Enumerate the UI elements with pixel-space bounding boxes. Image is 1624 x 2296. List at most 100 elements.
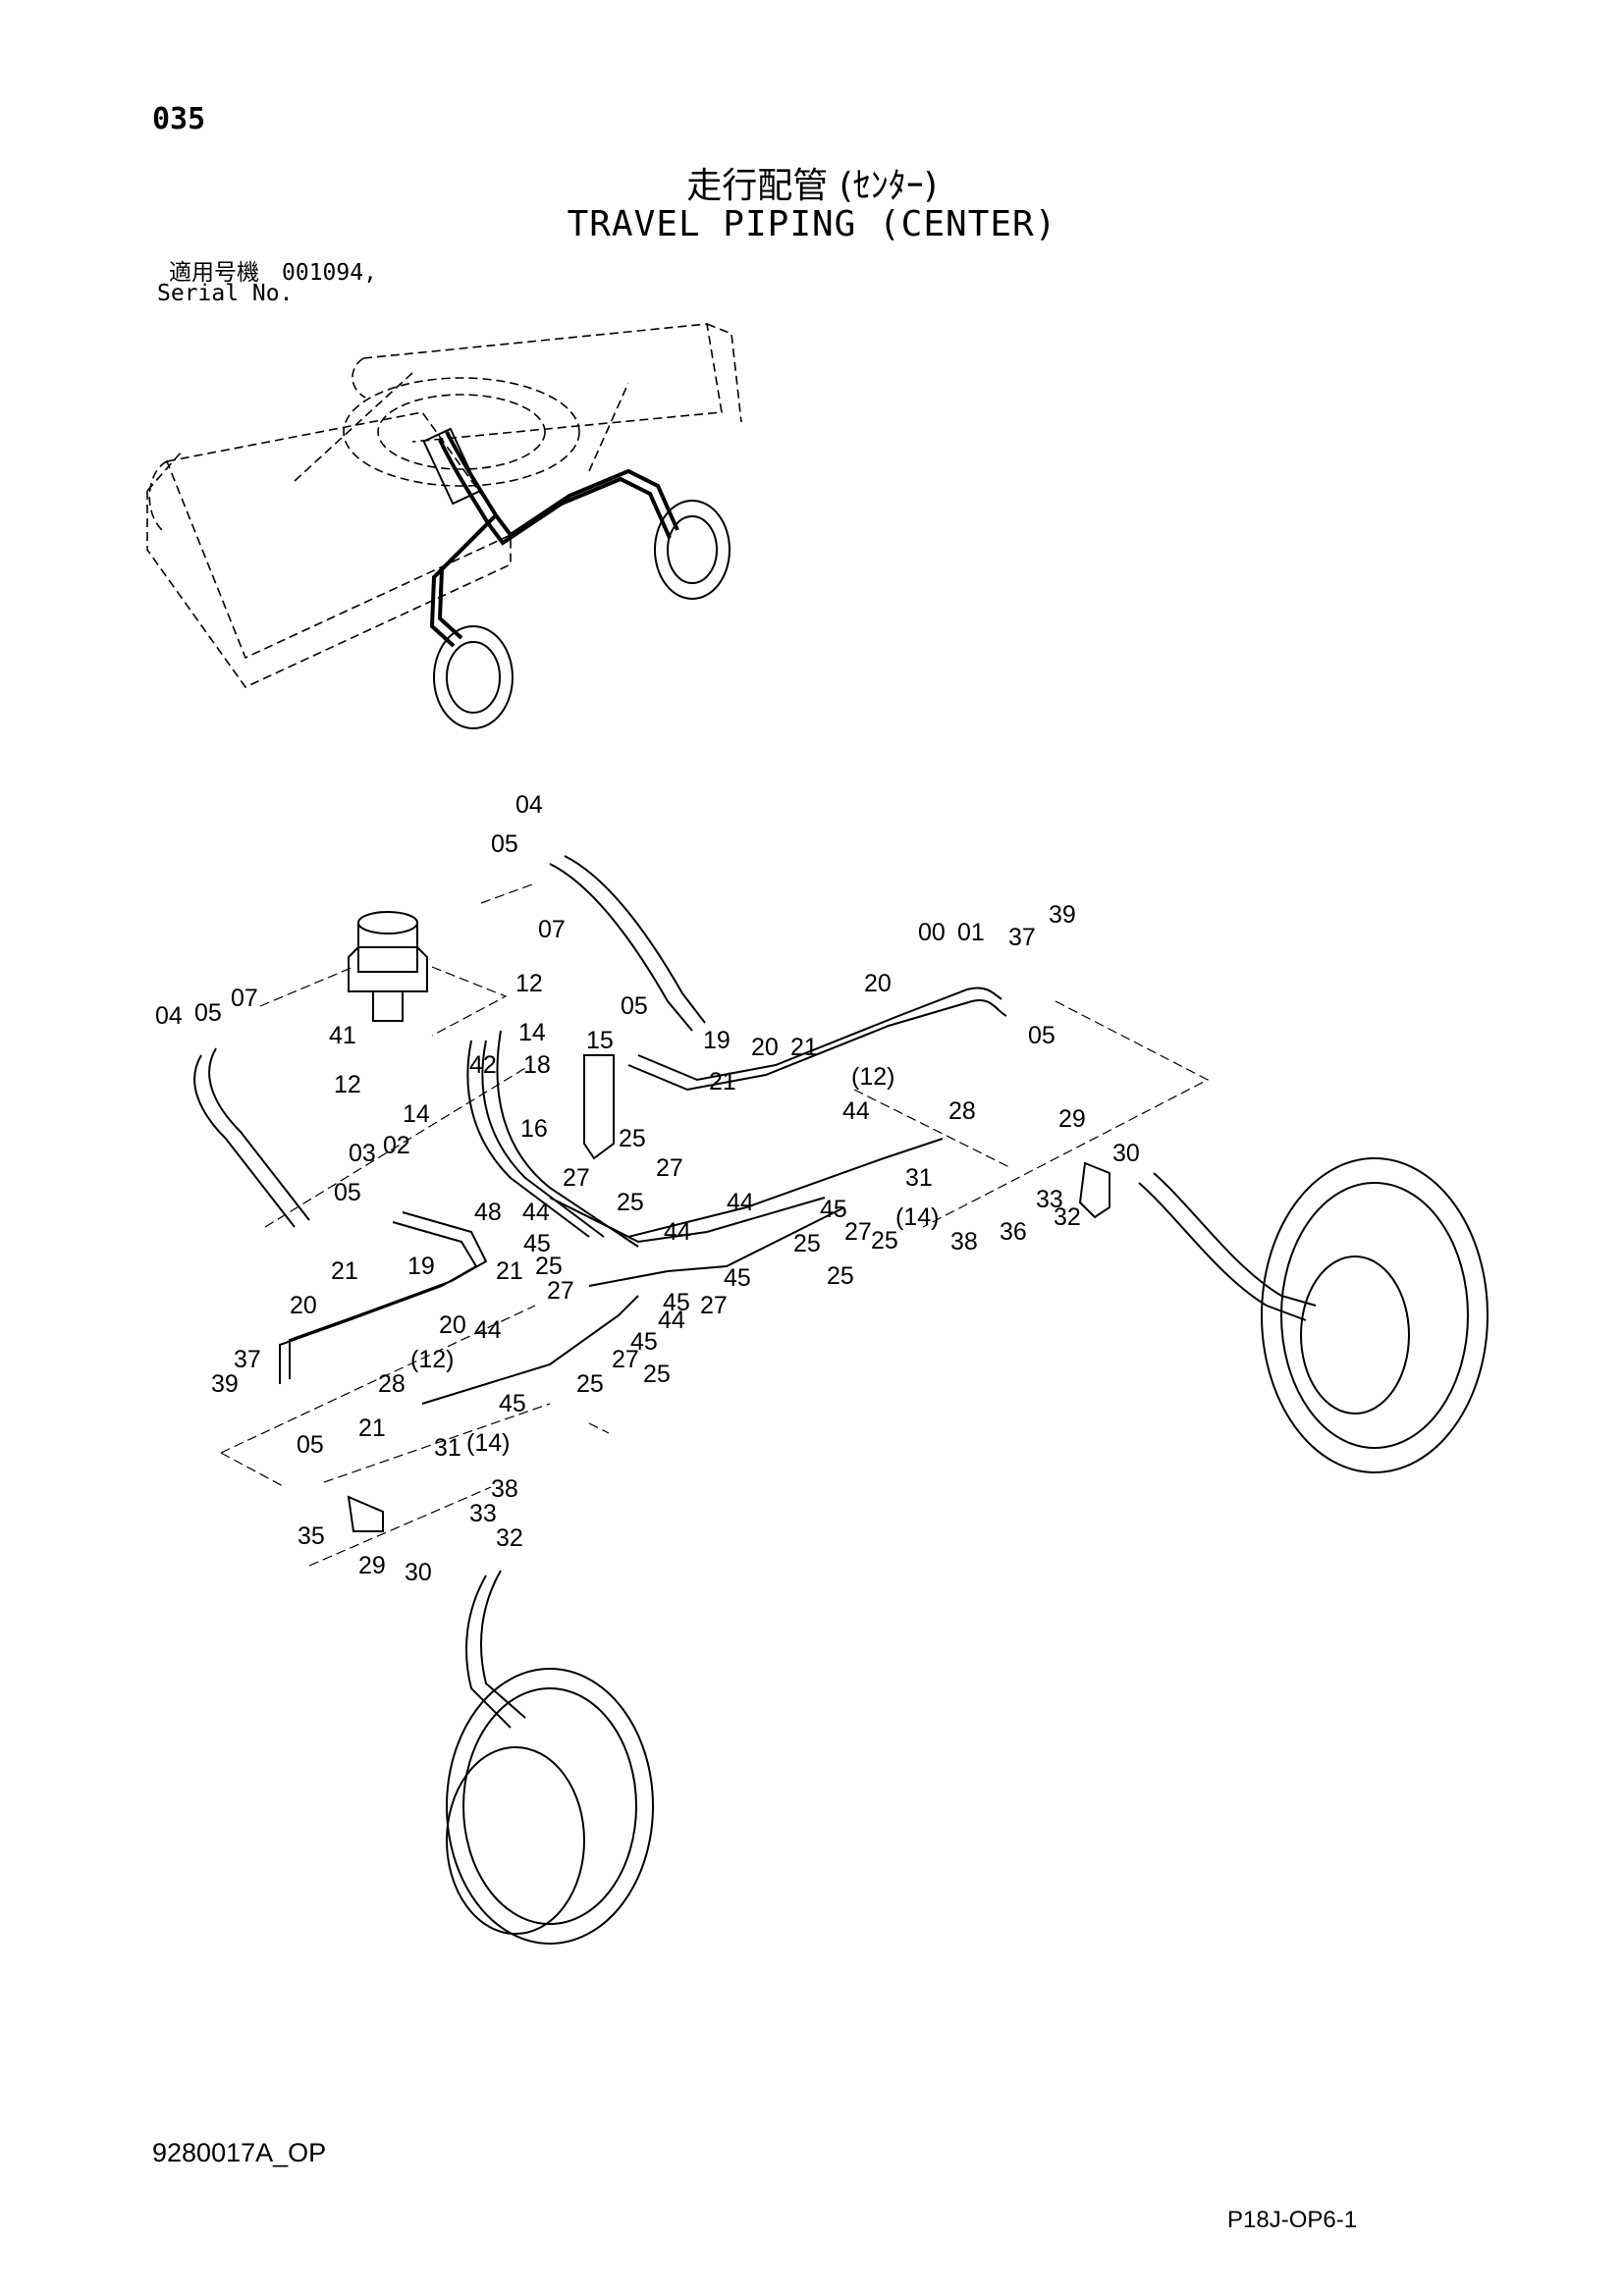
callout-label: 21 — [331, 1257, 358, 1285]
callout-label: 45 — [663, 1289, 690, 1316]
brackets — [347, 1054, 1110, 1532]
callout-label: 28 — [948, 1097, 976, 1125]
callout-label: 31 — [434, 1434, 461, 1462]
overview-travel-motors — [422, 427, 731, 729]
callout-label: 48 — [474, 1199, 502, 1226]
callout-label: 45 — [630, 1328, 658, 1356]
callout-label: 42 — [469, 1051, 497, 1079]
callout-label: 19 — [407, 1253, 435, 1280]
callout-label: 25 — [871, 1227, 898, 1255]
callout-label: 20 — [864, 970, 892, 997]
hose-assemblies — [193, 855, 706, 1248]
callout-label: 27 — [656, 1154, 683, 1182]
callout-label: 29 — [1058, 1105, 1086, 1133]
serial-label: Serial No. — [157, 281, 294, 306]
steel-pipes — [279, 987, 1007, 1405]
callout-label: 28 — [378, 1370, 406, 1398]
callout-label: 02 — [383, 1132, 410, 1159]
undercarriage-overview — [146, 323, 742, 689]
callout-label: 27 — [547, 1277, 574, 1305]
callout-label: (14) — [466, 1429, 510, 1457]
callout-label: 15 — [586, 1027, 614, 1054]
callout-label: 38 — [491, 1475, 518, 1503]
travel-motor-right — [1138, 1157, 1489, 1473]
callout-label: 20 — [751, 1034, 779, 1061]
callout-label: 14 — [403, 1100, 430, 1128]
callout-label: 04 — [515, 791, 543, 819]
dashed-leader-lines — [220, 882, 1210, 1567]
drawing-number: 9280017A_OP — [152, 2138, 327, 2167]
callout-label: 25 — [535, 1253, 563, 1280]
callout-label: 45 — [499, 1390, 526, 1417]
callout-label: 44 — [474, 1316, 502, 1344]
callout-label: 07 — [231, 985, 258, 1012]
callout-label: 44 — [522, 1199, 550, 1226]
callout-label: 31 — [905, 1164, 933, 1192]
callout-label: 35 — [298, 1522, 325, 1550]
callout-label: 16 — [520, 1115, 548, 1143]
callout-label: 05 — [491, 830, 518, 858]
callout-label: 33 — [469, 1500, 497, 1527]
callout-label: 27 — [612, 1346, 639, 1373]
callout-label: 18 — [523, 1051, 551, 1079]
callout-label: 32 — [1054, 1203, 1081, 1231]
overview-piping — [429, 431, 679, 648]
callout-label: 01 — [957, 919, 985, 946]
callout-label: 21 — [709, 1068, 736, 1095]
callout-label: 07 — [538, 916, 566, 943]
callout-label: 14 — [518, 1019, 546, 1046]
callout-label: 25 — [617, 1189, 644, 1216]
callout-label: 45 — [523, 1230, 551, 1257]
callout-label: 25 — [793, 1230, 821, 1257]
page-title: TRAVEL PIPING (CENTER) — [567, 204, 1057, 244]
callout-label: 21 — [496, 1257, 523, 1285]
center-joint — [348, 911, 428, 1022]
callout-label: 25 — [643, 1361, 671, 1388]
callout-label: 03 — [349, 1140, 376, 1167]
callout-label: 39 — [211, 1370, 239, 1398]
callout-label: 21 — [790, 1034, 818, 1061]
sheet-code: P18J-OP6-1 — [1227, 2207, 1358, 2233]
serial-applicability: 適用号機 001094, — [169, 260, 377, 286]
callout-label: 45 — [724, 1264, 751, 1292]
callout-label: 39 — [1049, 901, 1076, 929]
callout-label: 00 — [918, 919, 946, 946]
page-title-japanese: 走行配管 (ｾﾝﾀｰ) — [686, 166, 938, 206]
callout-label: 45 — [820, 1196, 847, 1223]
callout-label: 25 — [827, 1262, 854, 1290]
callout-label: 27 — [844, 1218, 872, 1246]
callout-label: 30 — [405, 1559, 432, 1586]
callout-label: 37 — [1008, 924, 1036, 951]
callout-label: (14) — [895, 1203, 939, 1231]
callout-label: 27 — [700, 1292, 728, 1319]
callout-label: 05 — [194, 999, 222, 1027]
callout-label: 19 — [703, 1027, 731, 1054]
callout-label: 44 — [842, 1097, 870, 1125]
callout-label: 41 — [329, 1022, 356, 1049]
page-number: 035 — [152, 102, 206, 136]
callout-label: 44 — [664, 1218, 691, 1246]
callout-label: 29 — [358, 1552, 386, 1579]
callout-labels: 04 05 07 00 01 37 39 12 20 05 14 41 04 0… — [155, 791, 1140, 1586]
callout-label: 33 — [1036, 1186, 1063, 1213]
callout-label: 20 — [439, 1311, 466, 1339]
callout-label: (12) — [851, 1063, 894, 1091]
callout-label: 05 — [334, 1179, 361, 1206]
callout-label: 12 — [515, 970, 543, 997]
callout-label: 21 — [358, 1415, 386, 1442]
callout-label: 05 — [1028, 1022, 1056, 1049]
callout-label: 44 — [727, 1189, 754, 1216]
callout-label: 32 — [496, 1524, 523, 1552]
callout-label: (12) — [410, 1346, 454, 1373]
callout-label: 37 — [234, 1346, 261, 1373]
callout-label: 05 — [297, 1431, 324, 1459]
callout-label: 30 — [1112, 1140, 1140, 1167]
callout-label: 25 — [576, 1370, 604, 1398]
callout-label: 38 — [950, 1228, 978, 1255]
callout-label: 05 — [621, 992, 648, 1020]
callout-label: 12 — [334, 1071, 361, 1098]
callout-label: 44 — [658, 1307, 685, 1334]
callout-label: 27 — [563, 1164, 590, 1192]
callout-label: 04 — [155, 1002, 183, 1030]
